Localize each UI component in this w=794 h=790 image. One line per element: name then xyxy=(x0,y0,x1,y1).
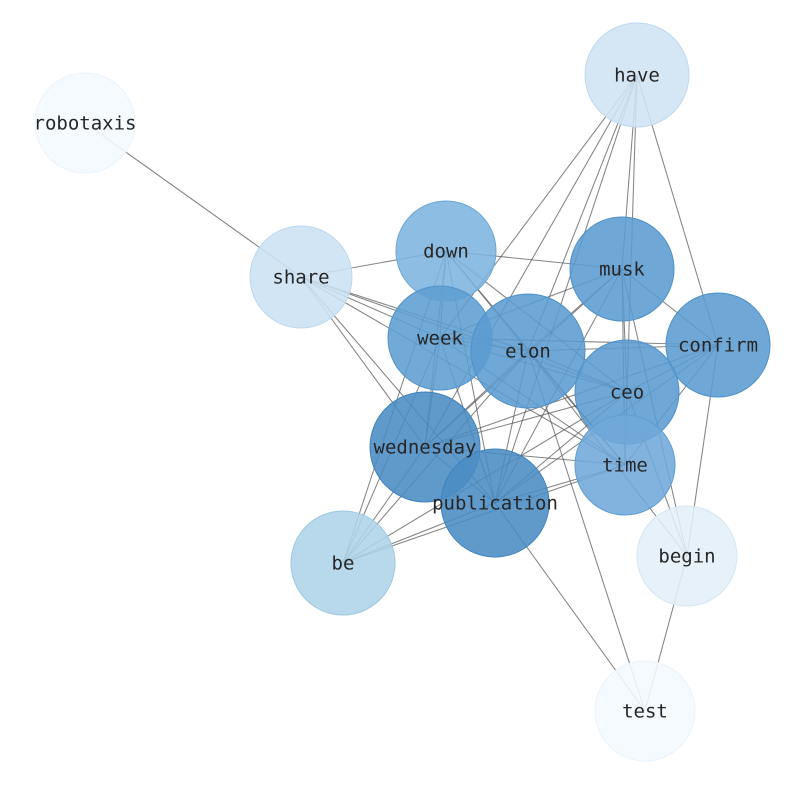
graph-node-label-share: share xyxy=(272,267,329,289)
graph-node-label-have: have xyxy=(614,65,660,87)
graph-node-time[interactable] xyxy=(574,414,676,516)
graph-edge xyxy=(439,74,638,339)
graph-node-share[interactable] xyxy=(249,225,353,329)
graph-node-label-wednesday: wednesday xyxy=(374,437,477,459)
graph-node-label-musk: musk xyxy=(599,259,645,281)
graph-node-label-time: time xyxy=(602,455,648,477)
graph-node-label-begin: begin xyxy=(658,546,715,568)
nodes-layer xyxy=(34,22,771,762)
graph-node-label-publication: publication xyxy=(432,493,558,515)
graph-node-label-elon: elon xyxy=(505,341,551,363)
graph-node-label-confirm: confirm xyxy=(678,335,758,357)
graph-node-label-ceo: ceo xyxy=(610,382,644,404)
graph-node-be[interactable] xyxy=(290,510,396,616)
graph-edge xyxy=(527,350,646,712)
graph-node-label-down: down xyxy=(423,241,469,263)
graph-node-confirm[interactable] xyxy=(665,292,771,398)
graph-node-publication[interactable] xyxy=(440,448,550,558)
graph-node-test[interactable] xyxy=(594,660,696,762)
graph-node-label-week: week xyxy=(417,328,463,350)
graph-node-have[interactable] xyxy=(584,22,690,128)
graph-node-musk[interactable] xyxy=(569,216,675,322)
labels-layer: robotaxis have share down musk confirm week elo… xyxy=(34,65,759,723)
graph-edge xyxy=(494,74,638,504)
graph-node-robotaxis[interactable] xyxy=(34,72,136,174)
graph-node-label-robotaxis: robotaxis xyxy=(34,113,137,135)
graph-node-label-test: test xyxy=(622,701,668,723)
graph-node-begin[interactable] xyxy=(636,505,738,607)
graph-node-label-be: be xyxy=(332,553,355,575)
graph-node-elon[interactable] xyxy=(470,293,586,409)
